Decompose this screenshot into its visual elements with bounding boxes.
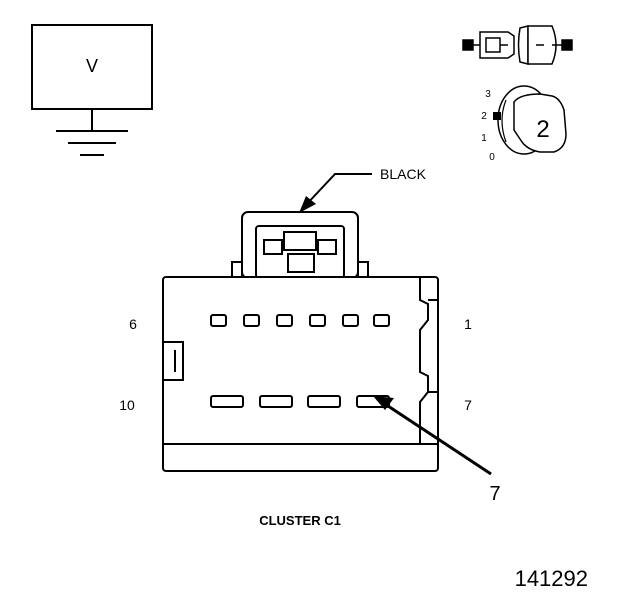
ground-icon bbox=[56, 109, 128, 156]
terminal-cavity-5 bbox=[243, 314, 260, 327]
voltmeter-label: V bbox=[86, 56, 98, 76]
terminal-cavity-2 bbox=[342, 314, 359, 327]
figure-id: 141292 bbox=[515, 566, 588, 591]
probe-icon bbox=[462, 25, 573, 65]
voltmeter-symbol: V bbox=[31, 24, 153, 156]
terminal-cavity-10 bbox=[210, 395, 244, 408]
pin-label-bottom-left: 10 bbox=[119, 397, 135, 413]
terminal-cavity-1 bbox=[373, 314, 390, 327]
connector-color-label: BLACK bbox=[380, 166, 427, 182]
selector-position-0: 0 bbox=[489, 152, 495, 163]
selector-selected-value: 2 bbox=[536, 116, 549, 143]
selector-knob-icon: 3 2 1 0 2 bbox=[481, 85, 567, 163]
terminal-cavity-8 bbox=[307, 395, 341, 408]
terminal-cavity-3 bbox=[309, 314, 326, 327]
terminal-cavity-4 bbox=[276, 314, 293, 327]
pin-label-top-right: 1 bbox=[464, 316, 472, 332]
pin-callout-label: 7 bbox=[489, 483, 500, 505]
selector-position-1: 1 bbox=[481, 133, 487, 144]
connector-body bbox=[162, 211, 439, 472]
pin-callout-arrow: 7 bbox=[373, 396, 501, 505]
terminal-cavity-9 bbox=[259, 395, 293, 408]
color-callout: BLACK bbox=[299, 166, 427, 213]
connector-name: CLUSTER C1 bbox=[259, 513, 341, 528]
terminal-cavity-6 bbox=[210, 314, 227, 327]
pin-label-bottom-right: 7 bbox=[464, 397, 472, 413]
selector-position-3: 3 bbox=[485, 89, 491, 100]
terminal-row-top bbox=[210, 314, 390, 327]
pin-label-top-left: 6 bbox=[129, 316, 137, 332]
selector-position-2: 2 bbox=[481, 111, 487, 122]
